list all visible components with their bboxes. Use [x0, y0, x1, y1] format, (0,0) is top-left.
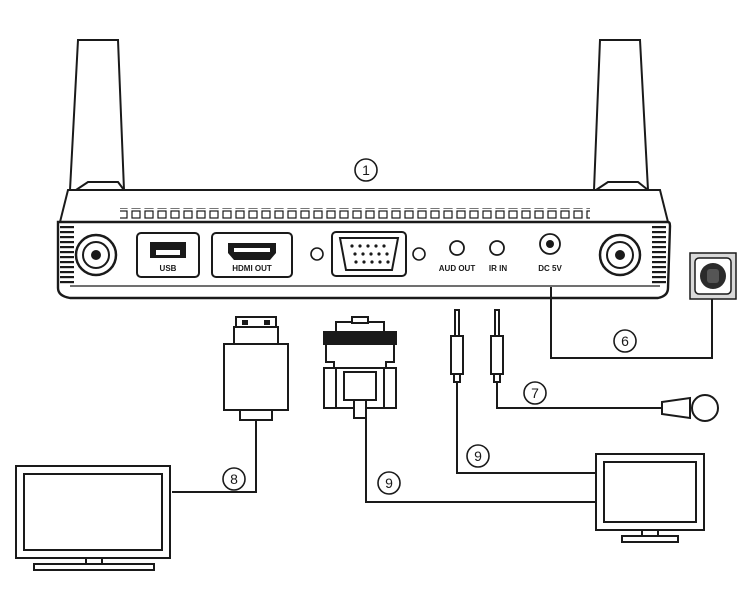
callout-7-circle — [523, 381, 547, 405]
audio-jack-icon — [450, 309, 464, 383]
antenna-right-icon — [592, 39, 650, 191]
vga-cable — [365, 418, 598, 503]
audio-cable — [456, 382, 598, 474]
antenna-left-icon — [68, 39, 126, 191]
ir-receiver-icon — [661, 394, 719, 422]
callout-1-circle — [354, 158, 378, 182]
callout-6-circle — [613, 329, 637, 353]
dc-power-port-label: DC 5V — [538, 264, 562, 273]
hdmi-plug-icon — [223, 316, 289, 421]
hdmi-cable — [172, 420, 257, 493]
power-cable — [550, 287, 713, 359]
tv-icon — [15, 465, 171, 571]
callout-9a-label: 9 — [474, 448, 482, 464]
callout-8-circle — [222, 467, 246, 491]
monitor-icon — [595, 453, 705, 543]
ir-in-port-label: IR IN — [489, 264, 507, 273]
callout-9a-circle — [466, 444, 490, 468]
callout-1-label: 1 — [362, 162, 370, 178]
power-outlet-icon — [689, 252, 737, 300]
dc-power-port: DC 5V — [538, 233, 562, 273]
hdmi-out-port-label: HDMI OUT — [232, 264, 272, 273]
callout-8-label: 8 — [230, 471, 238, 487]
ir-cable — [496, 382, 662, 409]
vga-plug-icon — [323, 316, 397, 419]
callout-9b-circle — [377, 471, 401, 495]
hdmi-out-port: HDMI OUT — [211, 232, 293, 278]
antenna-connector-left-icon — [74, 233, 118, 277]
aud-out-port-label: AUD OUT — [439, 264, 476, 273]
aud-out-port: AUD OUT — [439, 240, 476, 273]
callout-6-label: 6 — [621, 333, 629, 349]
callout-9b-label: 9 — [385, 475, 393, 491]
callout-7-label: 7 — [531, 385, 539, 401]
usb-port: USB — [136, 232, 200, 278]
ir-in-port: IR IN — [489, 240, 507, 273]
ir-jack-icon — [490, 309, 504, 383]
usb-port-label: USB — [160, 264, 177, 273]
antenna-connector-right-icon — [598, 233, 642, 277]
vga-port — [310, 231, 426, 277]
